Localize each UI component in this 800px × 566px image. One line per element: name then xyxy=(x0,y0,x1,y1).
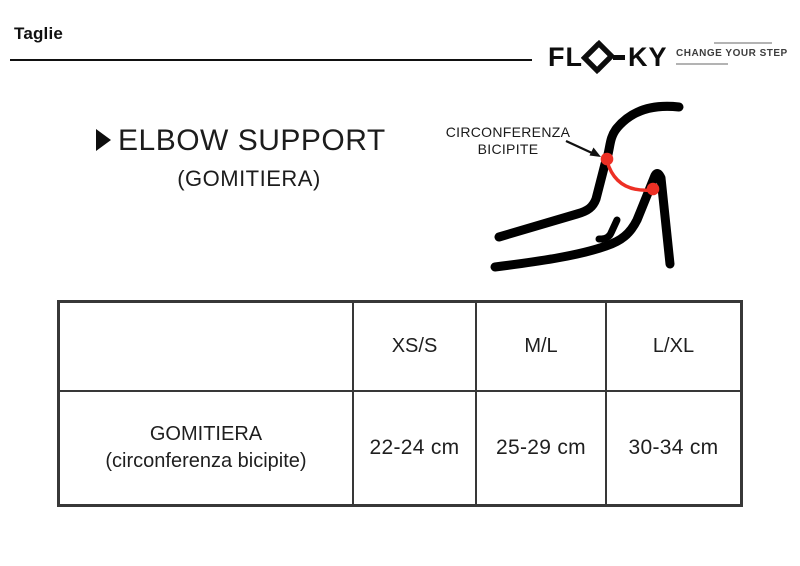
logo-text-right: KY xyxy=(628,41,668,72)
arm-outline-top xyxy=(494,101,684,242)
product-title: ELBOW SUPPORT xyxy=(118,124,386,157)
tagline-bottom-rule xyxy=(676,63,728,65)
size-value-m-l: 25-29 cm xyxy=(475,390,605,504)
diagram-label-line1: CIRCONFERENZA xyxy=(446,124,571,140)
play-triangle-icon xyxy=(96,129,111,151)
diagram-label-line2: BICIPITE xyxy=(478,141,539,157)
product-subtitle: (GOMITIERA) xyxy=(177,166,321,191)
table-corner-cell xyxy=(60,303,352,390)
brand-logo: FL KY xyxy=(548,40,668,74)
arm-outline-bottom xyxy=(490,169,675,272)
label-arrow-head xyxy=(589,147,601,157)
header-divider xyxy=(10,59,532,61)
logo-text-left: FL xyxy=(548,41,583,72)
tagline-top-rule xyxy=(714,42,772,44)
logo-dash xyxy=(613,54,625,60)
size-column-header-l-xl: L/XL xyxy=(605,303,740,390)
measure-dot-lower xyxy=(646,182,660,196)
bicep-measure-arc xyxy=(605,159,654,192)
size-table: XS/S M/L L/XL GOMITIERA (circonferenza b… xyxy=(57,300,743,507)
size-column-header-xs-s: XS/S xyxy=(352,303,475,390)
size-column-header-m-l: M/L xyxy=(475,303,605,390)
tagline-text: CHANGE YOUR STEP xyxy=(676,48,788,59)
row-label-cell: GOMITIERA (circonferenza bicipite) xyxy=(60,390,352,504)
brand-tagline: CHANGE YOUR STEP xyxy=(676,42,788,65)
row-label-measure: (circonferenza bicipite) xyxy=(105,450,307,472)
diamond-arrows-icon xyxy=(581,40,615,74)
measure-dot-upper xyxy=(600,152,614,166)
size-value-l-xl: 30-34 cm xyxy=(605,390,740,504)
label-arrow-line xyxy=(565,139,593,155)
arm-measurement-diagram: CIRCONFERENZA BICIPITE xyxy=(446,101,684,272)
row-label-product: GOMITIERA xyxy=(149,423,263,445)
page-title: Taglie xyxy=(14,24,64,43)
size-value-xs-s: 22-24 cm xyxy=(352,390,475,504)
elbow-crease-mark xyxy=(595,216,621,243)
